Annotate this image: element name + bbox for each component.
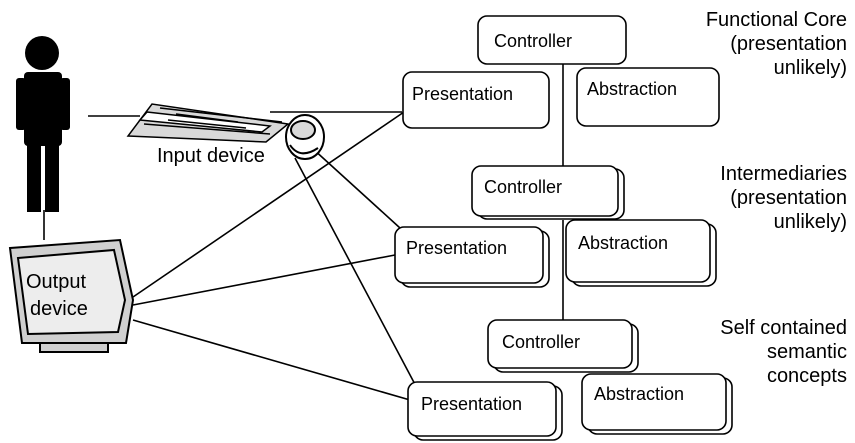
annotation-line: Functional Core xyxy=(705,9,847,31)
abstraction-box-level3: Abstraction xyxy=(581,373,733,435)
abstraction-label: Abstraction xyxy=(587,79,677,99)
person-icon xyxy=(16,36,70,212)
line-mouse-to-mid-presentation xyxy=(311,147,401,229)
abstraction-label: Abstraction xyxy=(578,233,668,253)
annotation-line: unlikely) xyxy=(773,57,847,79)
annotation-line: Intermediaries xyxy=(720,163,847,185)
presentation-label: Presentation xyxy=(406,238,507,258)
annotation-line: unlikely) xyxy=(773,211,847,233)
intermediaries-annotation: Intermediaries (presentation unlikely) xyxy=(720,162,847,234)
annotation-line: concepts xyxy=(766,365,847,387)
functional-core-annotation: Functional Core (presentation unlikely) xyxy=(706,8,847,80)
mouse-icon xyxy=(285,114,325,160)
self-contained-annotation: Self contained semantic concepts xyxy=(720,316,847,388)
annotation-line: (presentation xyxy=(730,33,847,55)
controller-box-level1: Controller xyxy=(477,15,627,65)
line-output-to-top-presentation xyxy=(132,111,405,298)
output-device-label-line2: device xyxy=(30,298,88,320)
line-output-to-bottom-presentation xyxy=(132,319,411,401)
controller-box-level3: Controller xyxy=(487,319,639,373)
presentation-box-level1: Presentation xyxy=(402,71,550,129)
connector-lines xyxy=(43,64,564,401)
output-device-label-line1: Output xyxy=(26,271,86,293)
input-device-label: Input device xyxy=(157,145,265,167)
controller-label: Controller xyxy=(484,177,562,197)
presentation-label: Presentation xyxy=(421,394,522,414)
presentation-box-level2: Presentation xyxy=(394,226,550,288)
line-mouse-to-bottom-presentation xyxy=(294,157,419,391)
controller-box-level2: Controller xyxy=(471,165,625,220)
annotation-line: semantic xyxy=(766,341,847,363)
presentation-label: Presentation xyxy=(412,84,513,104)
abstraction-label: Abstraction xyxy=(594,384,684,404)
annotation-line: Self contained xyxy=(720,317,847,339)
abstraction-box-level1: Abstraction xyxy=(576,67,720,127)
monitor-icon xyxy=(8,238,135,353)
controller-label: Controller xyxy=(502,332,580,352)
keyboard-icon xyxy=(126,103,290,143)
abstraction-box-level2: Abstraction xyxy=(565,219,717,287)
controller-label: Controller xyxy=(494,31,572,51)
annotation-line: (presentation xyxy=(730,187,847,209)
line-output-to-mid-presentation xyxy=(132,254,396,306)
presentation-box-level3: Presentation xyxy=(407,381,563,441)
